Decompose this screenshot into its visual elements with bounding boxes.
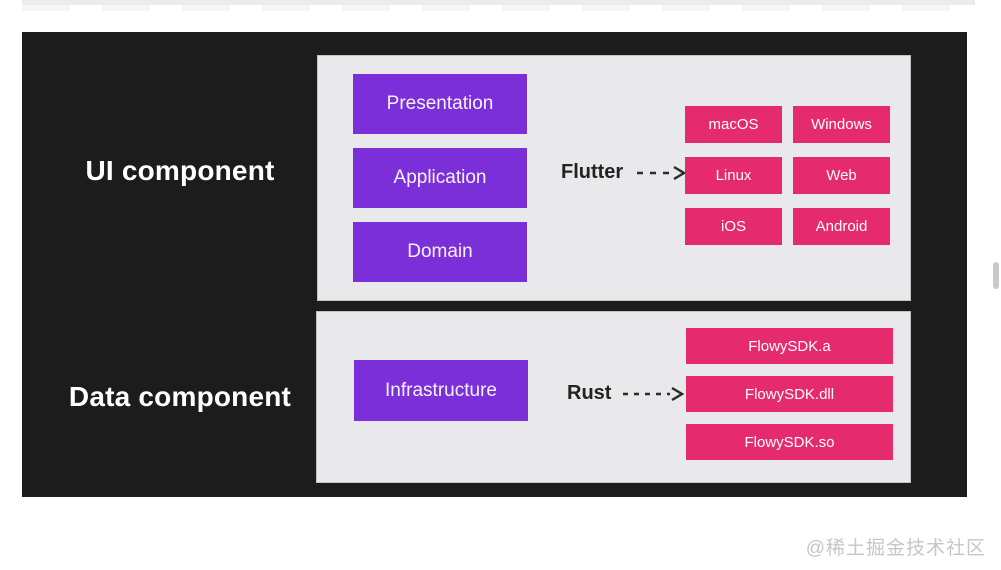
platform-box-android: Android <box>793 208 890 245</box>
output-box-flowysdk-a: FlowySDK.a <box>686 328 893 364</box>
previous-content-edge <box>22 0 975 11</box>
ui-component-label: UI component <box>85 155 275 186</box>
ui-component-panel: Presentation Application Domain Flutter … <box>317 55 911 301</box>
page-scrollbar-thumb[interactable] <box>993 262 999 289</box>
platform-box-windows: Windows <box>793 106 890 143</box>
watermark-text: @稀土掘金技术社区 <box>805 538 986 559</box>
data-component-panel: Infrastructure Rust FlowySDK.a FlowySDK.… <box>316 311 911 483</box>
flutter-dashed-arrow-icon <box>637 165 686 181</box>
flutter-label: Flutter <box>561 161 624 183</box>
layer-box-domain: Domain <box>353 222 527 282</box>
architecture-diagram-canvas: UI component Data component Presentation… <box>22 32 967 497</box>
layer-box-infrastructure: Infrastructure <box>354 360 528 421</box>
layer-box-application: Application <box>353 148 527 208</box>
platform-box-linux: Linux <box>685 157 782 194</box>
output-box-flowysdk-so: FlowySDK.so <box>686 424 893 460</box>
platform-box-macos: macOS <box>685 106 782 143</box>
platform-box-ios: iOS <box>685 208 782 245</box>
layer-box-presentation: Presentation <box>353 74 527 134</box>
rust-output-list: FlowySDK.a FlowySDK.dll FlowySDK.so <box>686 328 893 460</box>
platform-box-web: Web <box>793 157 890 194</box>
output-box-flowysdk-dll: FlowySDK.dll <box>686 376 893 412</box>
rust-label: Rust <box>567 382 612 404</box>
flutter-platform-grid: macOS Windows Linux Web iOS Android <box>685 106 890 245</box>
rust-dashed-arrow-icon <box>623 386 684 402</box>
data-component-label: Data component <box>68 381 292 412</box>
